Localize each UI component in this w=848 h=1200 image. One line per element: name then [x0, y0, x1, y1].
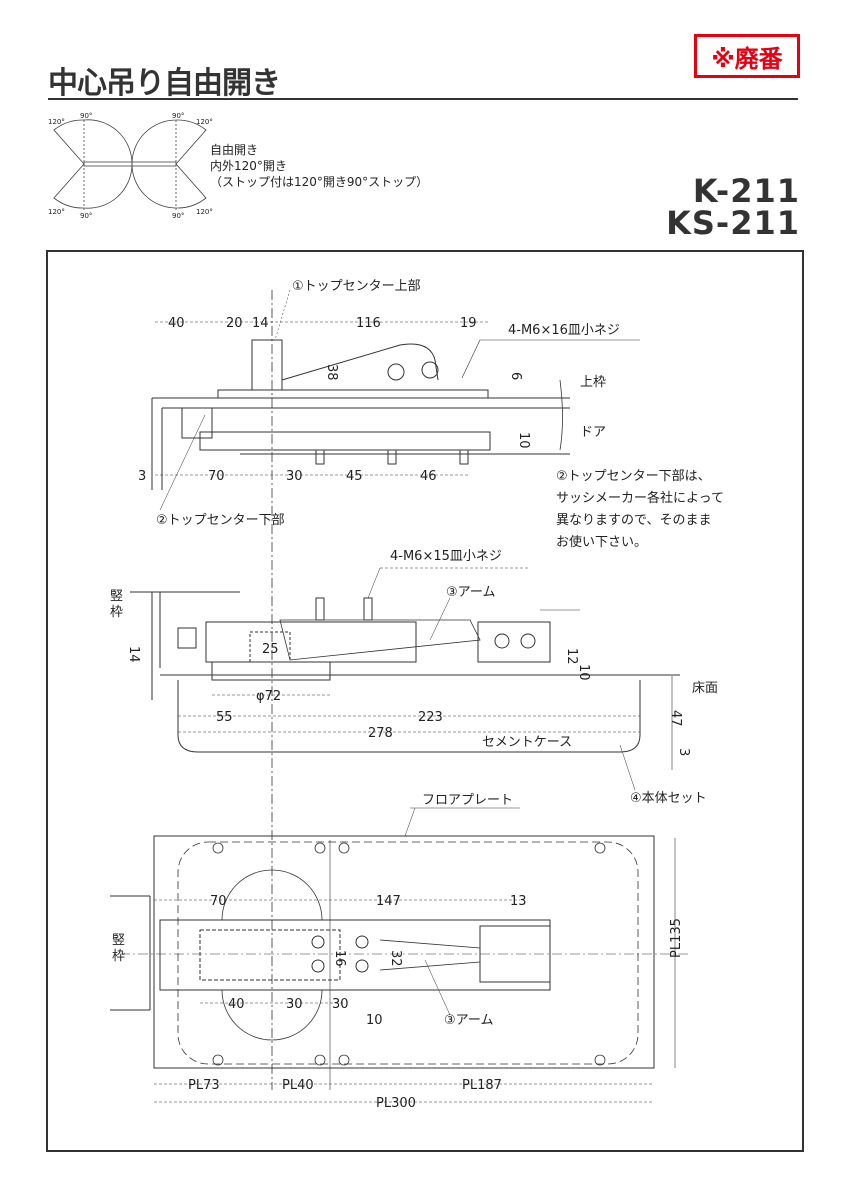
- dim-10: 10: [516, 432, 531, 449]
- dim-3: 3: [138, 469, 146, 484]
- dim-38: 38: [324, 364, 339, 381]
- dim-147: 147: [376, 894, 401, 909]
- dim-10-plan: 10: [366, 1013, 383, 1028]
- dim-14-side: 14: [126, 646, 141, 663]
- note-line: ②トップセンター下部は、: [556, 469, 711, 484]
- page-title: 中心吊り自由開き: [48, 66, 281, 101]
- dim-47: 47: [668, 710, 683, 727]
- dim-32: 32: [388, 950, 403, 967]
- dim-10-side: 10: [576, 664, 591, 681]
- dim-70: 70: [208, 469, 225, 484]
- dim-phi72: φ72: [256, 689, 281, 704]
- dim-45: 45: [346, 469, 363, 484]
- label-screw-m6x16: 4-M6×16皿小ネジ: [508, 323, 620, 338]
- opening-description: 自由開き 内外120°開き （ストップ付は120°開き90°ストップ）: [210, 142, 428, 190]
- label-jamb: 竪枠: [110, 589, 123, 620]
- model-k211: K-211: [692, 172, 800, 210]
- dim-55: 55: [216, 710, 233, 725]
- dim-pl73: PL73: [188, 1078, 220, 1093]
- desc-line: （ストップ付は120°開き90°ストップ）: [210, 175, 429, 189]
- dim-40: 40: [168, 316, 185, 331]
- desc-line: 内外120°開き: [210, 159, 287, 173]
- label-floor: 床面: [692, 681, 718, 696]
- dim-30-plan-b: 30: [332, 997, 349, 1012]
- dim-40-plan: 40: [228, 997, 245, 1012]
- angle-label: 90°: [80, 112, 92, 120]
- dim-30-plan-a: 30: [286, 997, 303, 1012]
- dim-223: 223: [418, 710, 443, 725]
- angle-label: 120°: [196, 118, 213, 126]
- note-line: お使い下さい。: [556, 534, 647, 550]
- drawing-frame: [46, 250, 804, 1152]
- model-ks211: KS-211: [666, 204, 800, 242]
- label-screw-m6x15: 4-M6×15皿小ネジ: [390, 549, 502, 564]
- dim-70-plan: 70: [210, 894, 227, 909]
- dim-14: 14: [252, 316, 269, 331]
- label-arm: ③アーム: [446, 585, 495, 600]
- label-jamb-plan: 竪枠: [112, 933, 125, 964]
- note-line: サッシメーカー各社によって: [556, 490, 724, 506]
- dim-12: 12: [564, 648, 579, 665]
- dim-116: 116: [356, 316, 381, 331]
- title-divider: [48, 98, 798, 100]
- angle-label: 120°: [48, 208, 65, 216]
- dim-13: 13: [510, 894, 527, 909]
- label-upper-frame: 上枠: [580, 375, 606, 390]
- label-top-center-upper: ①トップセンター上部: [292, 279, 421, 294]
- note-line: 異なりますので、そのまま: [556, 513, 711, 528]
- dim-25: 25: [262, 642, 279, 657]
- angle-label: 120°: [48, 118, 65, 126]
- label-door: ドア: [580, 425, 606, 440]
- label-body-set: ④本体セット: [630, 791, 707, 806]
- dim-46: 46: [420, 469, 437, 484]
- dim-6: 6: [508, 372, 523, 380]
- label-top-center-lower: ②トップセンター下部: [156, 513, 285, 528]
- angle-label: 120°: [196, 208, 213, 216]
- swing-diagram: 120° 90° 90° 120° 120° 90° 90° 120°: [48, 112, 213, 220]
- dim-pl187: PL187: [462, 1078, 502, 1093]
- label-arm-plan: ③アーム: [444, 1013, 493, 1028]
- dim-20: 20: [226, 316, 243, 331]
- dim-3-side: 3: [676, 748, 691, 756]
- desc-line: 自由開き: [210, 143, 259, 157]
- discontinued-badge: ※廃番: [694, 34, 800, 78]
- label-floor-plate: フロアプレート: [422, 793, 513, 808]
- dim-pl135: PL135: [669, 918, 684, 958]
- dim-pl300: PL300: [376, 1096, 416, 1111]
- label-cement-case: セメントケース: [482, 735, 572, 750]
- dim-30: 30: [286, 469, 303, 484]
- angle-label: 90°: [80, 212, 92, 220]
- dim-19: 19: [460, 316, 477, 331]
- dim-pl40: PL40: [282, 1078, 314, 1093]
- angle-label: 90°: [172, 112, 184, 120]
- dim-16: 16: [332, 950, 347, 967]
- dim-278: 278: [368, 726, 393, 741]
- angle-label: 90°: [172, 212, 184, 220]
